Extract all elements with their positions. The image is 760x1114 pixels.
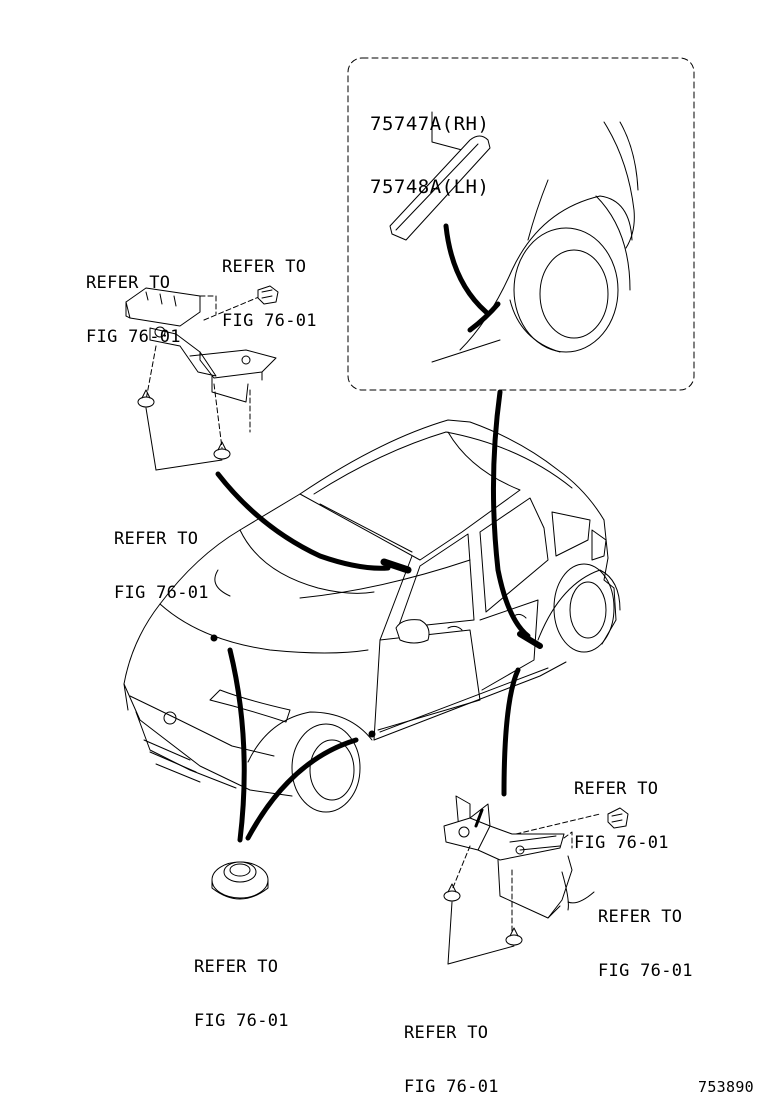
rear-mudguard-bracket bbox=[444, 796, 600, 932]
callout-line-2: FIG 76-01 bbox=[598, 961, 693, 981]
callout-line-2: FIG 76-01 bbox=[222, 311, 317, 331]
callout-grommet: REFER TO FIG 76-01 bbox=[194, 922, 289, 1048]
part-number-lh: 75748A(LH) bbox=[370, 176, 490, 198]
leader-curves bbox=[218, 392, 540, 840]
callout-line-2: FIG 76-01 bbox=[114, 583, 209, 603]
callout-line-1: REFER TO bbox=[404, 1023, 489, 1043]
clip-right-a bbox=[444, 884, 460, 901]
callout-line-2: FIG 76-01 bbox=[574, 833, 669, 853]
callout-rear-top-clip: REFER TO FIG 76-01 bbox=[574, 744, 669, 870]
callout-line-1: REFER TO bbox=[114, 529, 199, 549]
figure-id: 753890 bbox=[698, 1078, 754, 1096]
callout-line-2: FIG 76-01 bbox=[404, 1077, 499, 1097]
detail-inset bbox=[348, 58, 694, 390]
front-mudguard-bracket bbox=[126, 288, 276, 448]
inset-rear-quarter bbox=[432, 122, 638, 362]
callout-line-1: REFER TO bbox=[222, 257, 307, 277]
callout-front-bracket: REFER TO FIG 76-01 bbox=[86, 238, 181, 364]
callout-line-1: REFER TO bbox=[194, 957, 279, 977]
clip-top-left bbox=[258, 286, 278, 304]
grommet-plug bbox=[212, 862, 268, 899]
callout-rear-bracket: REFER TO FIG 76-01 bbox=[598, 872, 693, 998]
callout-top-clip: REFER TO FIG 76-01 bbox=[222, 222, 317, 348]
callout-front-clips: REFER TO FIG 76-01 bbox=[114, 494, 209, 620]
callout-line-2: FIG 76-01 bbox=[86, 327, 181, 347]
clip-left-b bbox=[214, 442, 230, 459]
callout-line-1: REFER TO bbox=[574, 779, 659, 799]
callout-line-1: REFER TO bbox=[598, 907, 683, 927]
part-number-rh: 75747A(RH) bbox=[370, 113, 490, 135]
clip-right-b bbox=[506, 928, 522, 945]
detail-part-numbers: 75747A(RH) 75748A(LH) bbox=[370, 72, 489, 219]
clip-bottom-right bbox=[608, 808, 628, 828]
clip-left-a bbox=[138, 390, 154, 407]
callout-rear-clips: REFER TO FIG 76-01 bbox=[404, 988, 499, 1114]
callout-line-1: REFER TO bbox=[86, 273, 171, 293]
callout-line-2: FIG 76-01 bbox=[194, 1011, 289, 1031]
wheel-arch-molding-part bbox=[390, 136, 490, 240]
